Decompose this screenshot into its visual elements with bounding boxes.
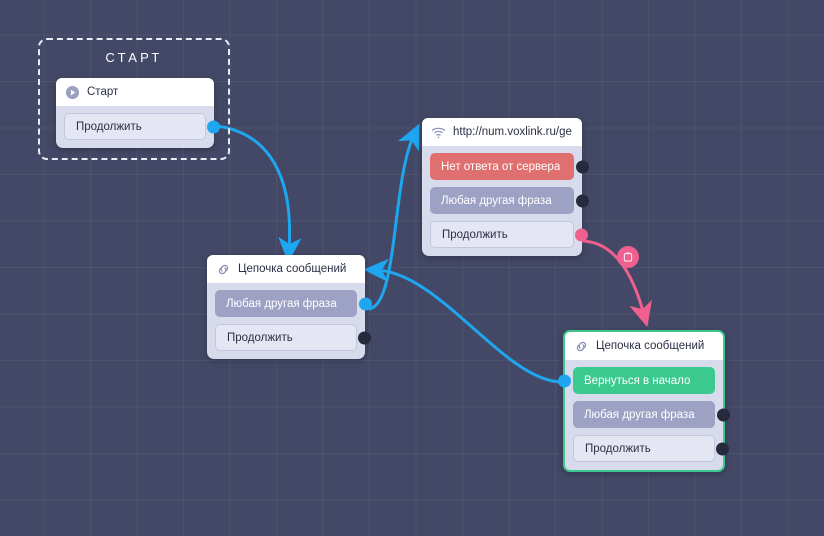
port-dot-right-idle[interactable]: [576, 194, 589, 207]
port-row-label: Продолжить: [442, 228, 508, 241]
port-row-any-other-phrase[interactable]: Любая другая фраза: [430, 187, 589, 214]
port-row-continue[interactable]: Продолжить: [64, 113, 220, 140]
port-row-label: Продолжить: [585, 442, 651, 455]
port-dot-right-idle[interactable]: [717, 408, 730, 421]
port-row-label: Продолжить: [227, 331, 293, 344]
node-start-title: Старт: [87, 86, 119, 98]
node-message-chain-selected-body: Вернуться в начало Любая другая фраза Пр…: [558, 360, 730, 470]
node-message-chain-left-header[interactable]: Цепочка сообщений: [207, 255, 365, 283]
delete-edge-icon: [623, 252, 633, 262]
link-chain-icon: [216, 262, 231, 277]
port-row-label: Продолжить: [76, 120, 142, 133]
port-row-continue[interactable]: Продолжить: [573, 435, 729, 462]
play-circle-icon: [65, 85, 80, 100]
port-dot-right-idle[interactable]: [358, 331, 371, 344]
node-message-chain-selected[interactable]: Цепочка сообщений Вернуться в начало Люб…: [558, 330, 730, 472]
node-http-request[interactable]: http://num.voxlink.ru/ge… Нет ответа от …: [422, 118, 589, 256]
port-row-continue[interactable]: Продолжить: [430, 221, 588, 248]
port-row-label: Любая другая фраза: [441, 194, 552, 207]
link-chain-icon: [574, 339, 589, 354]
port-row-label: Любая другая фраза: [584, 408, 695, 421]
edge-selected-to-chain: [363, 258, 563, 384]
edge-delete-badge[interactable]: [617, 246, 639, 268]
port-dot-left-connected[interactable]: [558, 374, 571, 387]
port-row-label: Нет ответа от сервера: [441, 160, 561, 173]
node-message-chain-selected-header[interactable]: Цепочка сообщений: [565, 332, 723, 360]
node-message-chain-left[interactable]: Цепочка сообщений Любая другая фраза Про…: [207, 255, 372, 359]
port-dot-right-idle[interactable]: [716, 442, 729, 455]
node-message-chain-selected-title: Цепочка сообщений: [596, 340, 705, 352]
node-message-chain-left-title: Цепочка сообщений: [238, 263, 347, 275]
edge-chain-to-http: [368, 123, 420, 311]
port-dot-right-connected[interactable]: [207, 120, 220, 133]
node-http-body: Нет ответа от сервера Любая другая фраза…: [422, 146, 589, 256]
start-group-title: СТАРТ: [105, 50, 163, 65]
port-row-any-other-phrase[interactable]: Любая другая фраза: [573, 401, 730, 428]
start-group-container[interactable]: СТАРТ: [38, 38, 230, 160]
wifi-icon: [431, 125, 446, 140]
node-message-chain-left-body: Любая другая фраза Продолжить: [207, 283, 372, 359]
port-row-label: Любая другая фраза: [226, 297, 337, 310]
node-start-body: Продолжить: [56, 106, 220, 148]
port-dot-right-idle[interactable]: [576, 160, 589, 173]
port-dot-right-connected[interactable]: [359, 297, 372, 310]
port-dot-right-connected-pink[interactable]: [575, 228, 588, 241]
node-http-header[interactable]: http://num.voxlink.ru/ge…: [422, 118, 582, 146]
node-start-header[interactable]: Старт: [56, 78, 214, 106]
node-http-title: http://num.voxlink.ru/ge…: [453, 126, 573, 138]
port-row-no-server-response[interactable]: Нет ответа от сервера: [430, 153, 589, 180]
port-row-return-to-start[interactable]: Вернуться в начало: [558, 367, 715, 394]
node-start[interactable]: Старт Продолжить: [56, 78, 220, 148]
port-row-label: Вернуться в начало: [584, 374, 691, 387]
port-row-continue[interactable]: Продолжить: [215, 324, 371, 351]
port-row-any-other-phrase[interactable]: Любая другая фраза: [215, 290, 372, 317]
